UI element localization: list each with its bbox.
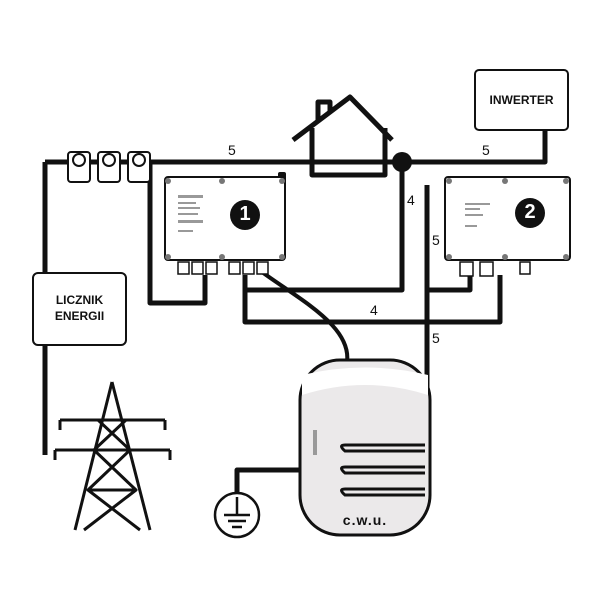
energy-meter-label-2: ENERGII — [54, 309, 105, 323]
inverter-box — [474, 69, 569, 131]
power-pylon-icon — [53, 381, 172, 532]
device-1-number: 1 — [239, 203, 251, 225]
energy-meter-box — [32, 272, 127, 346]
wire-label-5: 5 — [432, 330, 440, 346]
ground-wire — [234, 467, 300, 495]
hot-water-tank — [298, 358, 432, 537]
wire-label-5: 5 — [432, 232, 440, 248]
wire-label-5: 5 — [228, 142, 236, 158]
inverter-label: INWERTER — [489, 93, 554, 107]
house-icon — [291, 94, 394, 178]
energy-meter-label-1: LICZNIK — [55, 293, 104, 307]
tank-label: c.w.u. — [342, 512, 388, 528]
device-2-number: 2 — [524, 201, 536, 223]
wire-top — [45, 130, 548, 165]
wire-label-4: 4 — [407, 192, 415, 208]
junction-dot — [392, 152, 412, 172]
wire-label-5: 5 — [482, 142, 490, 158]
wire-5-right — [424, 185, 473, 293]
controller-device-2 — [444, 176, 571, 277]
wire-dot-down — [242, 162, 405, 293]
wire-device1-left — [147, 162, 208, 306]
wire-label-4: 4 — [370, 302, 378, 318]
ground-icon — [213, 491, 261, 539]
current-clamps-icon — [67, 151, 151, 183]
wire-4-lower — [242, 275, 503, 325]
controller-device-1 — [164, 172, 286, 275]
